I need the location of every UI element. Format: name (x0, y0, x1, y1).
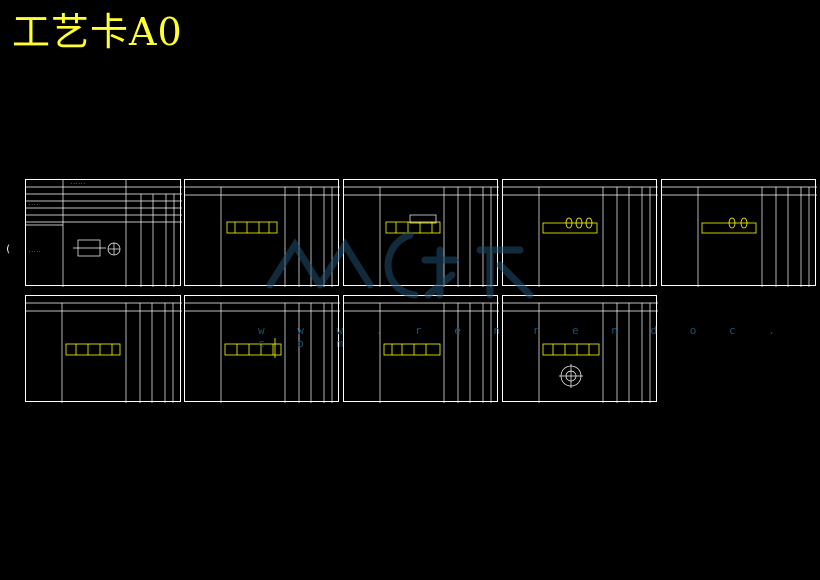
process-card-sheet-8[interactable] (343, 295, 499, 403)
process-card-sheet-7[interactable] (184, 295, 340, 403)
process-card-linework (503, 302, 658, 403)
process-card-sheet-6[interactable] (25, 295, 182, 403)
shaft-part-drawing (226, 221, 278, 234)
shaft-part-drawing (224, 338, 282, 358)
process-card-sheet-1[interactable]: · · · · · · · · · · · · · · · (25, 179, 182, 287)
process-card-linework (344, 186, 499, 287)
shaft-part-drawing (383, 343, 441, 356)
shaft-part-drawing (542, 217, 598, 234)
sheet-text: · · · · (29, 202, 38, 207)
process-card-sheet-3[interactable] (343, 179, 499, 287)
process-card-linework (503, 186, 658, 287)
sheet-text: · · · · · (29, 249, 40, 254)
process-card-sheet-4[interactable] (502, 179, 658, 287)
process-card-linework (185, 302, 340, 403)
process-card-sheet-9[interactable] (502, 295, 658, 403)
process-card-linework: · · · · · · · · · · · · · · · (26, 180, 182, 287)
shaft-part-drawing (701, 217, 757, 234)
process-card-linework (344, 302, 499, 403)
command-cursor-mark: ( (5, 244, 12, 255)
shaft-part-drawing (65, 343, 121, 356)
watermark-url: w w w . r e n r e n d o c . c o m (258, 324, 788, 350)
process-card-linework (662, 186, 817, 287)
process-card-linework (26, 302, 182, 403)
watermark-logo (250, 215, 550, 319)
sheet-text: · · · · · · (71, 181, 85, 186)
drawing-title: 工艺卡A0 (12, 10, 183, 54)
shaft-part-drawing (542, 343, 600, 356)
process-card-sheet-5[interactable] (661, 179, 817, 287)
shaft-part-drawing (385, 221, 441, 234)
process-card-linework (185, 186, 340, 287)
process-card-sheet-2[interactable] (184, 179, 340, 287)
